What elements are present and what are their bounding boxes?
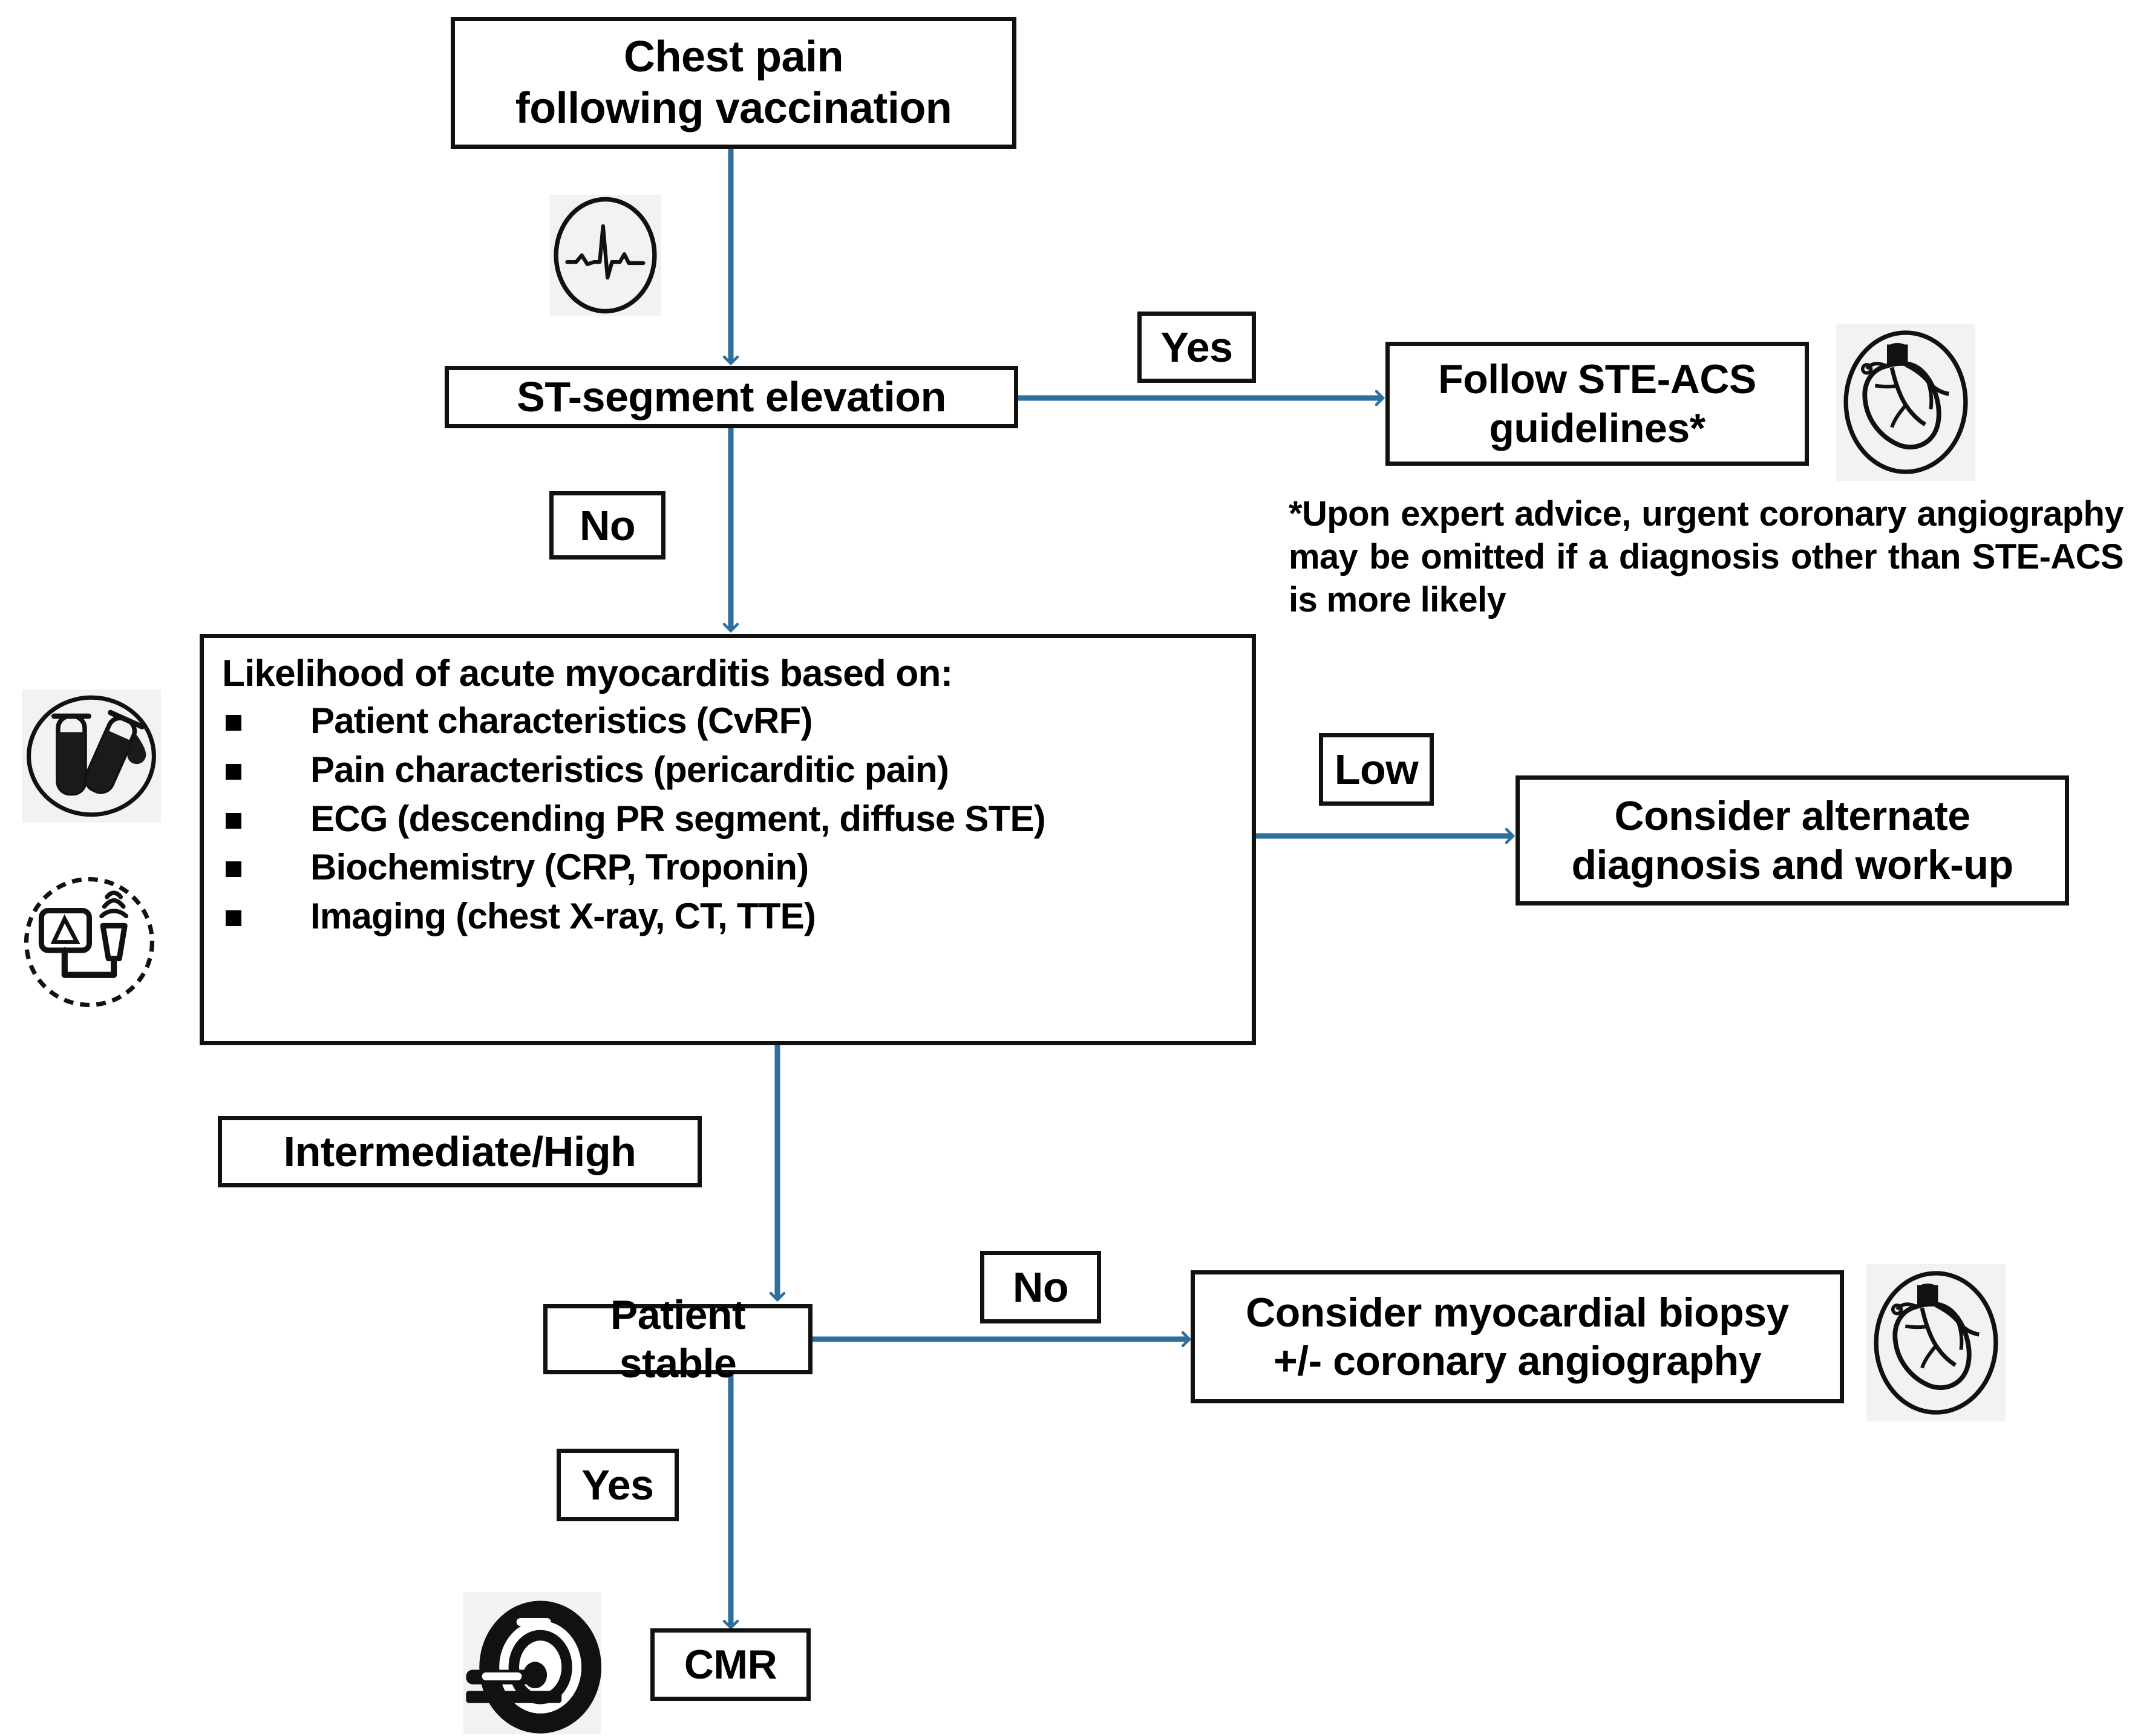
node-follow-ste-acs-label: Follow STE-ACS guidelines*	[1438, 356, 1756, 451]
footnote-text: *Upon expert advice, urgent coronary ang…	[1289, 494, 2124, 619]
branch-label-ste-no-text: No	[579, 501, 636, 549]
node-patient-stable[interactable]: Patient stable	[543, 1292, 813, 1386]
likelihood-heading: Likelihood of acute myocarditis based on…	[222, 653, 953, 694]
node-chest-pain[interactable]: Chest pain following vaccination	[451, 17, 1016, 149]
blood-test-tubes-icon	[22, 690, 161, 823]
square-bullet-icon	[226, 763, 241, 780]
list-item: ECG (descending PR segment, diffuse STE)	[220, 798, 1234, 839]
anatomical-heart-icon	[1866, 1264, 2006, 1421]
branch-label-intermediate-high[interactable]: Intermediate/High	[218, 1116, 702, 1187]
node-chest-pain-label: Chest pain following vaccination	[515, 33, 952, 132]
ultrasound-probe-icon	[18, 871, 160, 1013]
branch-label-stable-yes-text: Yes	[581, 1461, 654, 1509]
node-st-segment-elevation[interactable]: ST-segment elevation	[445, 366, 1018, 428]
likelihood-list: Patient characteristics (CvRF) Pain char…	[220, 700, 1234, 937]
branch-label-likelihood-low[interactable]: Low	[1319, 733, 1434, 806]
list-item-label: Imaging (chest X-ray, CT, TTE)	[310, 896, 816, 937]
list-item-label: Patient characteristics (CvRF)	[310, 700, 813, 742]
branch-label-ste-yes[interactable]: Yes	[1137, 312, 1256, 383]
node-myocardial-biopsy-label: Consider myocardial biopsy +/- coronary …	[1246, 1289, 1789, 1384]
node-patient-stable-label: Patient stable	[610, 1291, 746, 1386]
branch-label-intermediate-high-text: Intermediate/High	[283, 1128, 636, 1175]
list-item: Pain characteristics (pericarditic pain)	[220, 749, 1234, 790]
node-likelihood-criteria[interactable]: Likelihood of acute myocarditis based on…	[200, 634, 1256, 1045]
node-alternate-diagnosis-label: Consider alternate diagnosis and work-up	[1571, 793, 2014, 888]
list-item-label: Biochemistry (CRP, Troponin)	[310, 847, 809, 888]
list-item-label: Pain characteristics (pericarditic pain)	[310, 749, 949, 790]
square-bullet-icon	[226, 861, 241, 878]
branch-label-stable-no[interactable]: No	[980, 1251, 1101, 1323]
square-bullet-icon	[226, 910, 241, 927]
square-bullet-icon	[226, 715, 241, 731]
anatomical-heart-icon	[1836, 324, 1975, 481]
node-follow-ste-acs[interactable]: Follow STE-ACS guidelines*	[1385, 342, 1809, 466]
node-myocardial-biopsy[interactable]: Consider myocardial biopsy +/- coronary …	[1191, 1270, 1844, 1403]
list-item: Patient characteristics (CvRF)	[220, 700, 1234, 742]
branch-label-stable-yes[interactable]: Yes	[557, 1449, 679, 1521]
node-cmr-label: CMR	[684, 1641, 777, 1688]
mri-scanner-icon	[463, 1592, 601, 1734]
list-item: Imaging (chest X-ray, CT, TTE)	[220, 896, 1234, 937]
node-cmr[interactable]: CMR	[650, 1628, 811, 1701]
node-st-segment-elevation-label: ST-segment elevation	[517, 373, 946, 421]
branch-label-likelihood-low-text: Low	[1334, 746, 1419, 793]
branch-label-ste-no[interactable]: No	[549, 491, 665, 560]
list-item: Biochemistry (CRP, Troponin)	[220, 848, 1234, 887]
branch-label-ste-yes-text: Yes	[1160, 324, 1233, 371]
branch-label-stable-no-text: No	[1012, 1264, 1069, 1311]
footnote-ste-acs: *Upon expert advice, urgent coronary ang…	[1289, 493, 2124, 621]
ecg-waveform-icon	[549, 195, 661, 316]
list-item-label: ECG (descending PR segment, diffuse STE)	[310, 798, 1046, 839]
square-bullet-icon	[226, 812, 241, 829]
node-alternate-diagnosis[interactable]: Consider alternate diagnosis and work-up	[1516, 775, 2069, 906]
